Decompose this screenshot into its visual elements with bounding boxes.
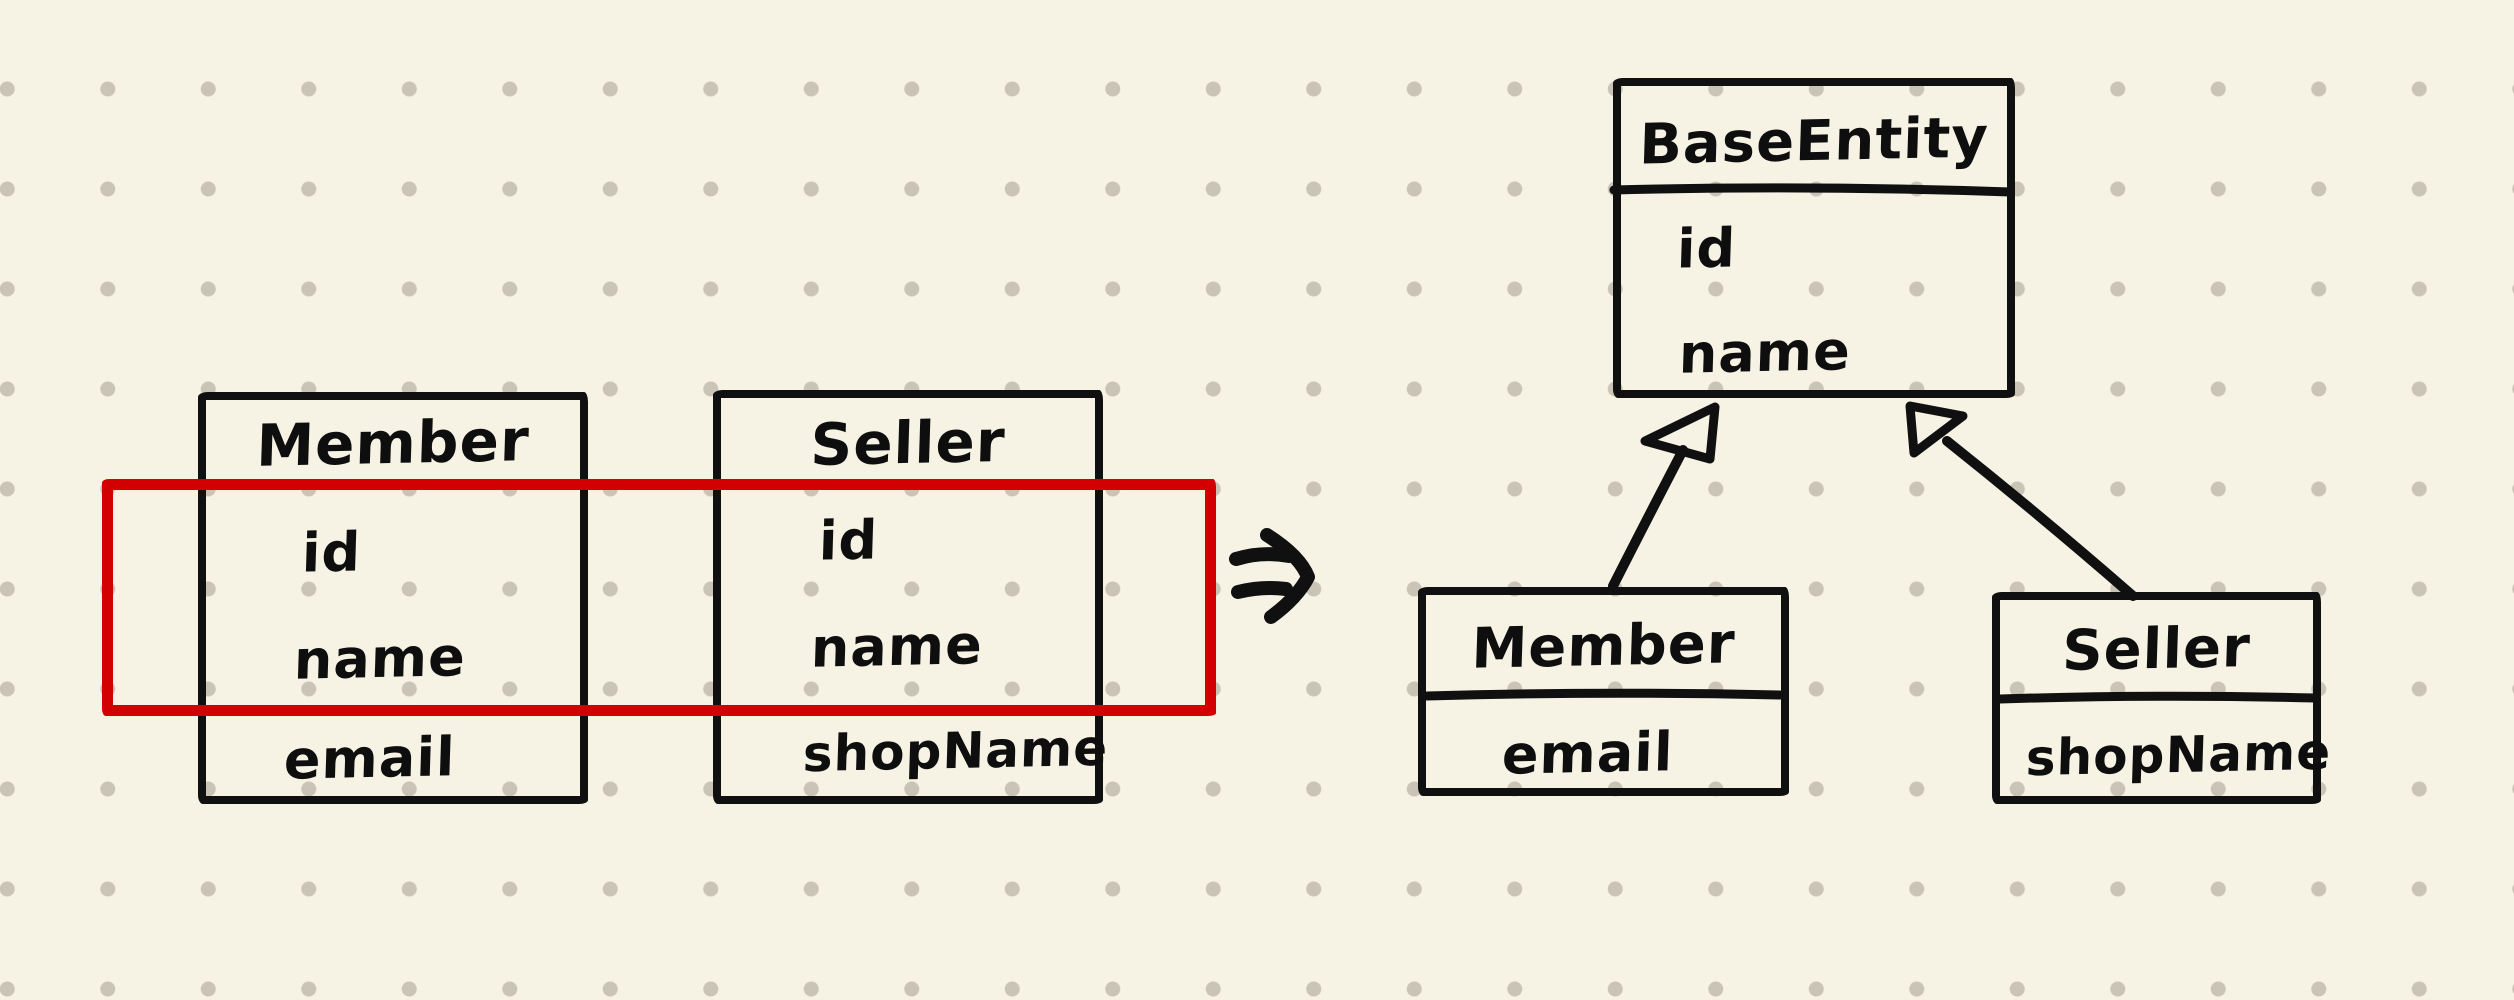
after-baseentity-title: BaseEntity — [1638, 105, 1990, 178]
after-member-title: Member — [1470, 611, 1737, 682]
before-member-class-box: Member id name email — [198, 392, 588, 804]
after-member-class-box: Member email — [1418, 587, 1789, 796]
after-seller-field-shopname: shopName — [2024, 722, 2333, 788]
hollow-triangle-icon — [1640, 402, 1720, 464]
after-member-field-email: email — [1500, 720, 1675, 787]
before-member-field-email: email — [282, 725, 457, 792]
before-seller-class-box: Seller id name shopName — [713, 390, 1109, 804]
member-inheritance-arrow — [1608, 402, 1720, 591]
after-seller-class-box: Seller shopName — [1992, 592, 2332, 804]
before-seller-title: Seller — [809, 406, 1007, 480]
before-member-title: Member — [255, 406, 531, 480]
hollow-triangle-icon — [1905, 401, 1968, 458]
before-seller-field-shopname: shopName — [801, 718, 1110, 784]
after-baseentity-field-name: name — [1677, 319, 1852, 386]
after-baseentity-field-id: id — [1675, 216, 1738, 281]
implies-arrow-icon — [1229, 528, 1315, 624]
after-seller-title: Seller — [2061, 615, 2252, 684]
duplicate-fields-highlight-rectangle — [102, 479, 1216, 716]
after-baseentity-class-box: BaseEntity id name — [1613, 78, 2015, 398]
seller-inheritance-arrow — [1905, 401, 2138, 601]
